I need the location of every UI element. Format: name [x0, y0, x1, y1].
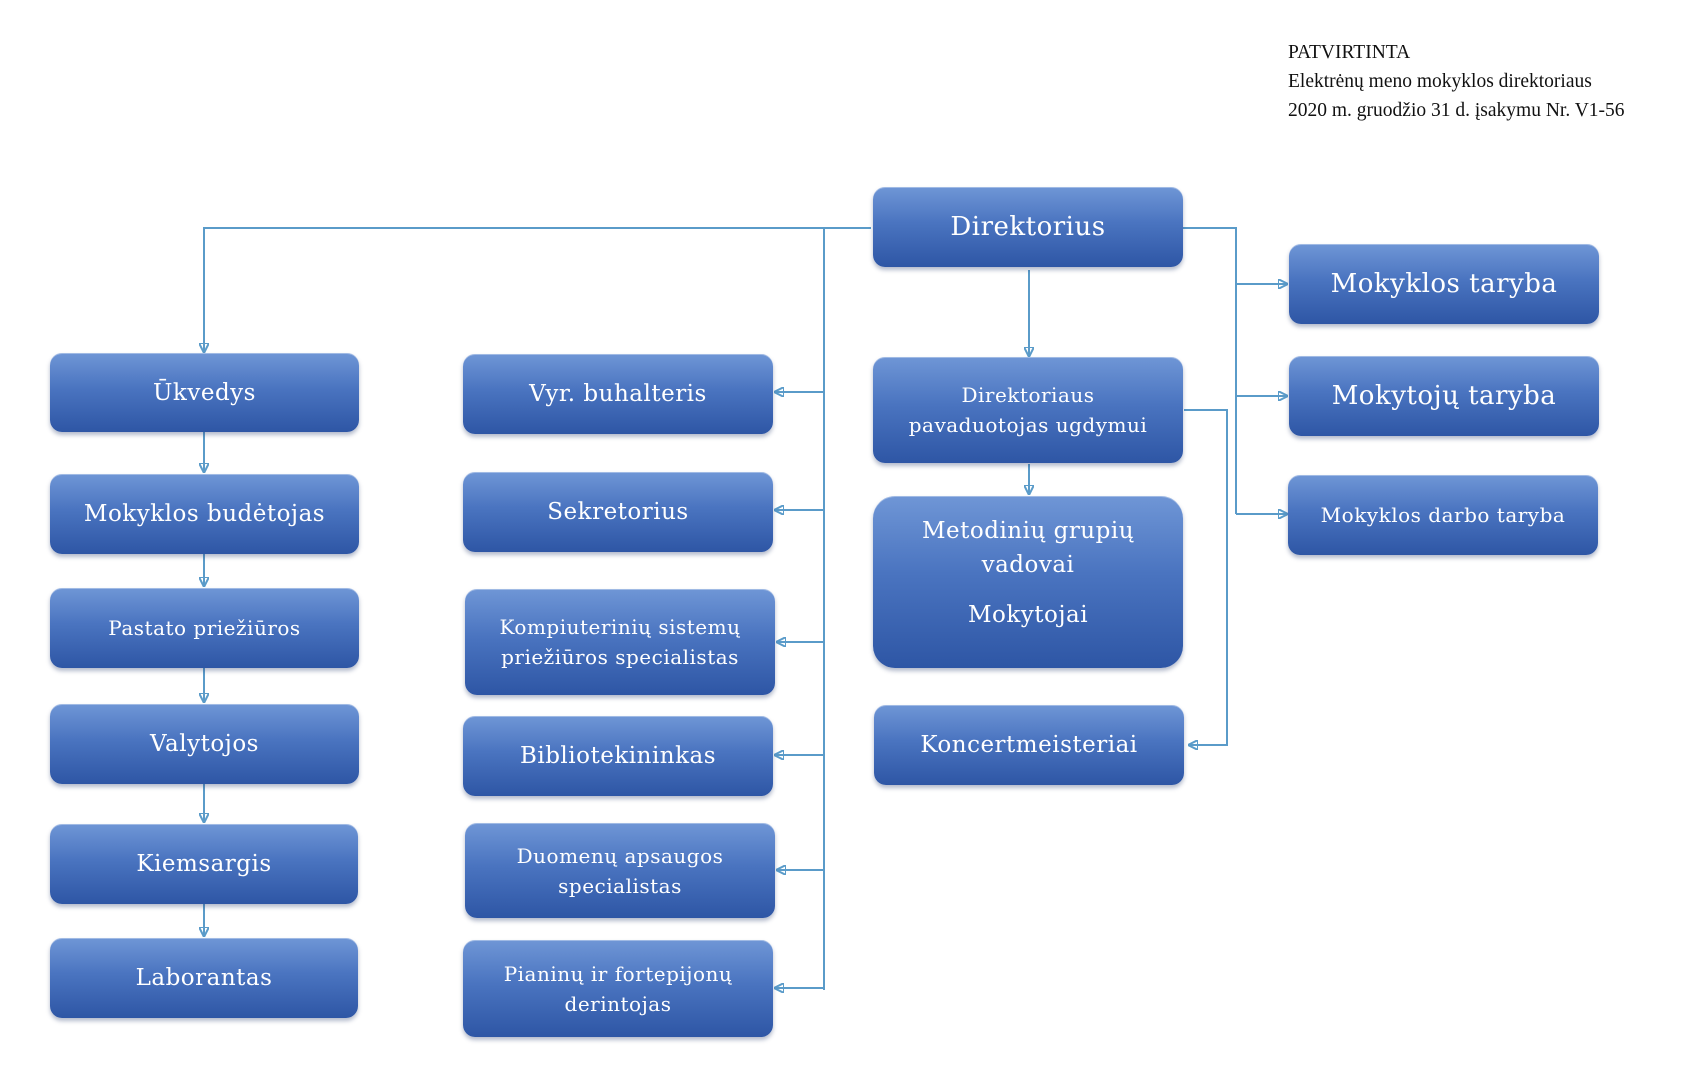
node-koncertmeisteriai-label: Koncertmeisteriai [920, 732, 1138, 758]
node-metodiniu-grupiu-vadovai-label: Metodinių grupių vadovai [921, 518, 1135, 578]
node-kiemsargis: Kiemsargis [50, 824, 358, 904]
node-direktorius-label: Direktorius [950, 212, 1106, 242]
node-mokytoju-taryba: Mokytojų taryba [1289, 356, 1599, 436]
node-laborantas-label: Laborantas [135, 965, 273, 991]
node-valytojos: Valytojos [50, 704, 359, 784]
connector-right-bus [1183, 227, 1237, 514]
node-pastato-prieziuros: Pastato priežiūros [50, 588, 359, 668]
node-pavaduotojas-ugdymui: Direktoriaus pavaduotojas ugdymui [873, 357, 1183, 463]
node-mokyklos-darbo-taryba-label: Mokyklos darbo taryba [1320, 503, 1566, 527]
node-mokytojai-label: Mokytojai [967, 602, 1089, 628]
node-vyr-buhalteris-label: Vyr. buhalteris [529, 381, 707, 407]
node-direktorius: Direktorius [873, 187, 1183, 267]
node-sekretorius-label: Sekretorius [547, 499, 689, 525]
node-mokyklos-taryba-label: Mokyklos taryba [1330, 269, 1558, 299]
node-mokyklos-budetojas: Mokyklos budėtojas [50, 474, 359, 554]
node-koncertmeisteriai: Koncertmeisteriai [874, 705, 1184, 785]
node-mokyklos-darbo-taryba: Mokyklos darbo taryba [1288, 475, 1598, 555]
connector-direktorius-ukvedys [204, 227, 871, 352]
node-ukvedys: Ūkvedys [50, 353, 359, 432]
node-mokyklos-taryba: Mokyklos taryba [1289, 244, 1599, 324]
node-bibliotekininkas: Bibliotekininkas [463, 716, 773, 796]
node-vyr-buhalteris: Vyr. buhalteris [463, 354, 773, 434]
node-kompiuteriniu-specialistas: Kompiuterinių sistemų priežiūros special… [465, 589, 775, 695]
connector-pavaduotojas-koncertmeisteriai [1184, 409, 1228, 745]
node-pianinu-derintojas: Pianinų ir fortepijonų derintojas [463, 940, 773, 1037]
node-kiemsargis-label: Kiemsargis [136, 851, 272, 877]
node-mokytoju-taryba-label: Mokytojų taryba [1331, 381, 1557, 411]
node-valytojos-label: Valytojos [150, 731, 259, 757]
node-bibliotekininkas-label: Bibliotekininkas [519, 743, 717, 769]
node-budetojas-label: Mokyklos budėtojas [83, 501, 326, 527]
node-sekretorius: Sekretorius [463, 472, 773, 552]
node-metodiniu-grupiu: Metodinių grupių vadovai Mokytojai [873, 496, 1183, 668]
approval-title: PATVIRTINTA [1288, 42, 1411, 63]
node-ukvedys-label: Ūkvedys [153, 379, 256, 406]
node-pavaduotojas-label: Direktoriaus pavaduotojas ugdymui [908, 383, 1148, 437]
node-kompiuteriniu-specialistas-label: Kompiuterinių sistemų priežiūros special… [499, 615, 741, 669]
approval-line-3: 2020 m. gruodžio 31 d. įsakymu Nr. V1-56 [1288, 100, 1625, 121]
node-duomenu-apsaugos-specialistas: Duomenų apsaugos specialistas [465, 823, 775, 918]
approval-note: PATVIRTINTA Elektrėnų meno mokyklos dire… [1288, 38, 1688, 125]
node-laborantas: Laborantas [50, 938, 358, 1018]
node-duomenu-specialistas-label: Duomenų apsaugos specialistas [516, 843, 724, 898]
node-pastato-prieziuros-label: Pastato priežiūros [108, 616, 301, 640]
node-pianinu-derintojas-label: Pianinų ir fortepijonų derintojas [503, 961, 733, 1016]
approval-line-2: Elektrėnų meno mokyklos direktoriaus [1288, 71, 1592, 92]
